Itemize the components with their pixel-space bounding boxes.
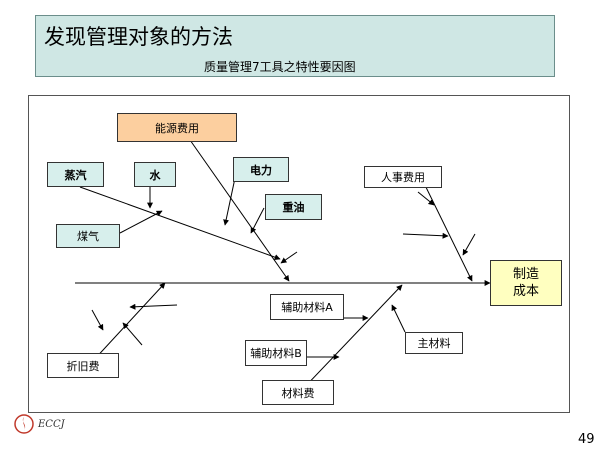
heavy-oil-arrow: [250, 207, 265, 234]
cause-aux-a-box: 辅助材料A: [270, 294, 344, 320]
gas-arrow: [119, 210, 163, 234]
depreciation-arrow-3: [122, 322, 143, 346]
material-bone: [299, 284, 403, 393]
effect-line-2: 成本: [512, 284, 539, 299]
effect-box: 制造 成本: [490, 260, 562, 306]
effect-line-1: 制造: [512, 267, 539, 282]
steam-water-bone: [79, 186, 281, 260]
title-banner: 发现管理对象的方法 质量管理7工具之特性要因图: [35, 15, 555, 77]
cause-depreciation-box: 折旧费: [47, 353, 119, 378]
eccj-logo: ECCJ: [14, 414, 65, 434]
cause-water-box: 水: [134, 162, 176, 187]
depreciation-arrow-1: [91, 309, 104, 331]
logo-text: ECCJ: [38, 418, 65, 430]
depreciation-arrow-2: [129, 303, 178, 310]
slide-title: 发现管理对象的方法: [44, 25, 233, 49]
personnel-arrow-1: [402, 232, 449, 239]
cause-heavy-oil-box: 重油: [265, 194, 322, 220]
cause-personnel-box: 人事费用: [364, 166, 442, 188]
eccj-flame-icon: [14, 414, 34, 434]
main-material-arrow: [391, 304, 406, 333]
cause-steam-box: 蒸汽: [47, 162, 104, 187]
cause-main-material-box: 主材料: [405, 332, 463, 354]
personnel-bone: [419, 174, 473, 282]
cause-electricity-box: 电力: [233, 157, 289, 182]
energy-bone: [189, 139, 290, 282]
cause-aux-b-box: 辅助材料B: [245, 340, 307, 366]
small-arrow-1: [280, 251, 298, 264]
personnel-arrow-2: [462, 233, 476, 256]
cause-gas-box: 煤气: [56, 224, 120, 248]
diagram-frame: [28, 95, 570, 413]
page-number: 49: [578, 432, 595, 447]
cause-material-cost-box: 材料费: [262, 380, 334, 405]
cause-energy-box: 能源费用: [117, 113, 237, 142]
electricity-arrow: [223, 177, 236, 226]
slide-subtitle: 质量管理7工具之特性要因图: [204, 60, 356, 74]
personnel-arrow-3: [417, 191, 435, 206]
